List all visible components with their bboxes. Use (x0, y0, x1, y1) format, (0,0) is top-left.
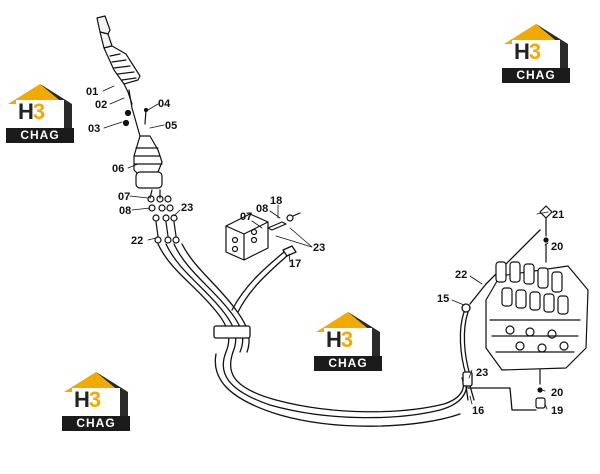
manifold-block (225, 212, 301, 261)
house-roof-icon (8, 84, 72, 128)
pilot-valve-fittings (147, 189, 180, 244)
callout-21: 21 (552, 209, 564, 221)
callout-23-b: 23 (313, 242, 325, 254)
brand-logo-top-left: H3 CHAG (4, 82, 76, 146)
house-roof-icon (504, 24, 568, 68)
logo-mark: H3 (326, 327, 353, 352)
callout-23-a: 23 (181, 202, 193, 214)
callout-01: 01 (86, 86, 98, 98)
callout-08-b: 08 (256, 203, 268, 215)
callout-23-c: 23 (476, 367, 488, 379)
logo-mark: H3 (514, 39, 541, 64)
callout-03: 03 (88, 123, 100, 135)
logo-mark: H3 (18, 99, 45, 124)
joystick-handle (96, 15, 141, 105)
logo-plate: CHAG (62, 416, 130, 431)
main-control-valve (485, 205, 589, 409)
logo-plate: CHAG (314, 356, 382, 371)
callout-07-b: 07 (240, 211, 252, 223)
brand-logo-center: H3 CHAG (312, 310, 384, 374)
callout-20-a: 20 (551, 241, 563, 253)
callout-20-b: 20 (551, 387, 563, 399)
lever-rod (122, 89, 149, 137)
logo-plate: CHAG (502, 68, 570, 83)
callout-08-a: 08 (119, 205, 131, 217)
callout-02: 02 (95, 99, 107, 111)
house-roof-icon (316, 312, 380, 356)
callout-22-b: 22 (455, 269, 467, 281)
callout-04: 04 (158, 98, 171, 110)
brand-logo-bottom-left: H3 CHAG (60, 370, 132, 434)
hose-17 (231, 245, 297, 313)
callout-06: 06 (112, 163, 124, 175)
leader-lines (102, 85, 549, 410)
rubber-boot (133, 135, 163, 189)
house-roof-icon (64, 372, 128, 416)
callout-22-a: 22 (131, 235, 143, 247)
callout-18: 18 (270, 195, 282, 207)
hose-15-16 (459, 229, 541, 411)
callout-07-a: 07 (118, 191, 130, 203)
brand-logo-top-right: H3 CHAG (500, 22, 572, 86)
hose-bundle (157, 243, 468, 427)
callout-05: 05 (165, 120, 177, 132)
logo-plate: CHAG (6, 128, 74, 143)
callout-19: 19 (551, 405, 563, 417)
logo-mark: H3 (74, 387, 101, 412)
callout-16: 16 (472, 405, 484, 417)
callout-17: 17 (289, 258, 301, 270)
callout-15: 15 (437, 293, 449, 305)
